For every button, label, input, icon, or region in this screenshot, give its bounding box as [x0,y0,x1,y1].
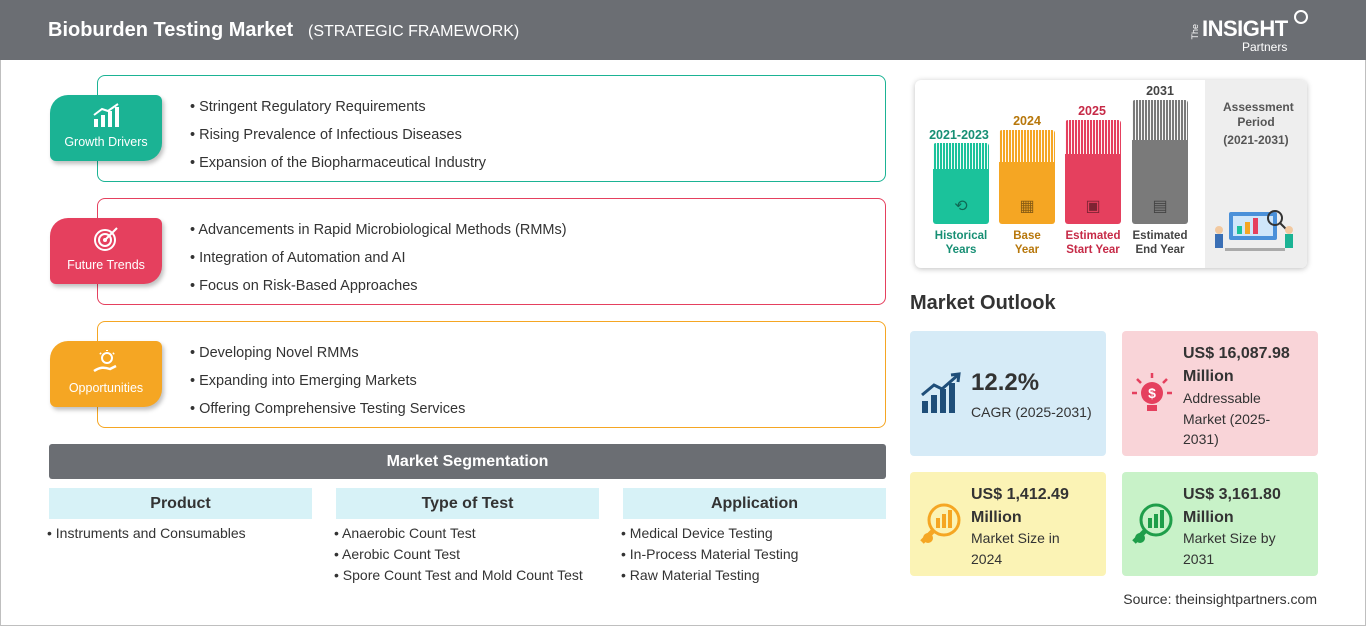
list-item: Anaerobic Count Test [334,523,583,544]
logo-ring-icon [1294,10,1308,24]
future-trends-tag: Future Trends [50,218,162,284]
market-size-2024-desc: Market Size in 2024 [971,530,1060,567]
magnifier-chart-icon [920,503,961,544]
bar-stripes [933,143,989,169]
timeline-bar-historical: ⟲ [933,143,989,224]
segment-head-application: Application [623,488,886,519]
market-size-2031-value: US$ 3,161.80 Million [1183,486,1281,526]
cagr-desc: CAGR (2025-2031) [971,404,1092,420]
list-item: Medical Device Testing [621,523,798,544]
list-item: Stringent Regulatory Requirements [190,93,486,121]
label-line-1: Base [1013,230,1041,242]
market-size-2024-value: US$ 1,412.49 Million [971,486,1069,526]
cagr-card: 12.2% CAGR (2025-2031) [910,331,1106,456]
label-line-1: Estimated [1065,230,1121,242]
list-item: Spore Count Test and Mold Count Test [334,565,583,586]
segment-list-type-of-test: Anaerobic Count Test Aerobic Count Test … [334,523,583,586]
addressable-market-card: $ US$ 16,087.98 Million Addressable Mark… [1122,331,1318,456]
timeline-year: 2024 [1013,114,1041,128]
timeline-year: 2031 [1146,84,1174,98]
growth-drivers-box: Stringent Regulatory Requirements Rising… [97,75,886,182]
logo-partners: Partners [1242,40,1288,54]
bar-stripes [999,130,1055,162]
label-line-2: Years [945,244,977,256]
segment-head-product: Product [49,488,312,519]
header-bar: Bioburden Testing Market (STRATEGIC FRAM… [0,0,1366,60]
source-note: Source: theinsightpartners.com [1123,591,1317,607]
market-outlook-title: Market Outlook [910,292,1056,314]
timeline-panel: 2021-2023 ⟲ Historical Years 2024 ▦ Base… [915,80,1307,268]
history-icon: ⟲ [954,198,968,215]
insight-partners-logo: The INSIGHT Partners [1190,10,1310,54]
bar-stripes [1132,100,1188,140]
market-size-2031-desc: Market Size by 2031 [1183,530,1276,567]
timeline-bar-start: ▣ [1065,120,1121,224]
growth-chart-icon [921,372,961,413]
opportunities-label: Opportunities [68,381,144,395]
label-line-1: Historical [934,230,988,242]
page-title: Bioburden Testing Market [48,19,294,41]
list-item: Advancements in Rapid Microbiological Me… [190,216,566,244]
timeline-bar-label: Historical Years [924,229,998,257]
growth-drivers-tag: Growth Drivers [50,95,162,161]
segment-head-type-of-test: Type of Test [336,488,599,519]
assessment-period: Assessment Period (2021-2031) [1205,80,1307,268]
chart-screen-icon: ▣ [1085,198,1101,215]
bar-chart-icon [93,103,119,127]
magnifier-chart-icon [1132,503,1173,544]
opportunities-box: Developing Novel RMMs Expanding into Eme… [97,321,886,428]
segmentation-title: Market Segmentation [49,444,886,479]
dollar-bulb-icon: $ [1132,373,1172,411]
list-item: Instruments and Consumables [47,523,246,544]
timeline-bar-label: Estimated Start Year [1056,229,1130,257]
timeline-bar-label: Estimated End Year [1123,229,1197,257]
future-trends-list: Advancements in Rapid Microbiological Me… [190,216,567,300]
label-line-1: Estimated [1132,230,1188,242]
list-item: Rising Prevalence of Infectious Diseases [190,121,486,149]
bar-stripes [1065,120,1121,154]
logo-insight: INSIGHT [1202,16,1288,41]
timeline-bar-label: Base Year [990,229,1064,257]
svg-text:$: $ [1148,385,1156,401]
logo-the: The [1190,24,1200,40]
list-item: Raw Material Testing [621,565,798,586]
list-item: Developing Novel RMMs [190,339,465,367]
list-item: Offering Comprehensive Testing Services [190,395,465,423]
segment-list-product: Instruments and Consumables [47,523,246,544]
timeline-year: 2025 [1078,104,1106,118]
future-trends-label: Future Trends [67,258,145,272]
analyst-illustration-icon [1215,210,1293,251]
segment-list-application: Medical Device Testing In-Process Materi… [621,523,799,586]
calendar-icon: ▦ [1019,198,1035,215]
opportunities-list: Developing Novel RMMs Expanding into Eme… [190,339,465,423]
cagr-value: 12.2% [971,369,1040,396]
timeline-year: 2021-2023 [929,128,989,142]
growth-drivers-list: Stringent Regulatory Requirements Rising… [190,93,486,177]
list-item: Integration of Automation and AI [190,244,567,272]
timeline-bar-end: ▤ [1132,100,1188,224]
label-line-2: Year [1014,244,1040,256]
future-trends-box: Advancements in Rapid Microbiological Me… [97,198,886,305]
lightbulb-hand-icon [93,350,117,373]
list-item: Expansion of the Biopharmaceutical Indus… [190,149,486,177]
target-icon [94,227,118,251]
addressable-market-desc: Addressable Market (2025-2031) [1183,390,1271,447]
assessment-range: (2021-2031) [1223,133,1289,147]
market-size-2024-card: US$ 1,412.49 Million Market Size in 2024 [910,472,1106,576]
market-size-2031-card: US$ 3,161.80 Million Market Size by 2031 [1122,472,1318,576]
growth-drivers-label: Growth Drivers [64,135,148,149]
presentation-icon: ▤ [1152,198,1168,215]
label-line-2: End Year [1135,244,1185,256]
list-item: Aerobic Count Test [334,544,583,565]
list-item: Expanding into Emerging Markets [190,367,465,395]
assessment-label: Assessment Period [1223,100,1294,129]
page-subtitle: (STRATEGIC FRAMEWORK) [308,23,520,40]
label-line-2: Start Year [1066,244,1120,256]
opportunities-tag: Opportunities [50,341,162,407]
list-item: Focus on Risk-Based Approaches [190,272,567,300]
list-item: In-Process Material Testing [621,544,799,565]
timeline-bar-base: ▦ [999,130,1055,224]
addressable-market-value: US$ 16,087.98 Million [1183,345,1290,385]
